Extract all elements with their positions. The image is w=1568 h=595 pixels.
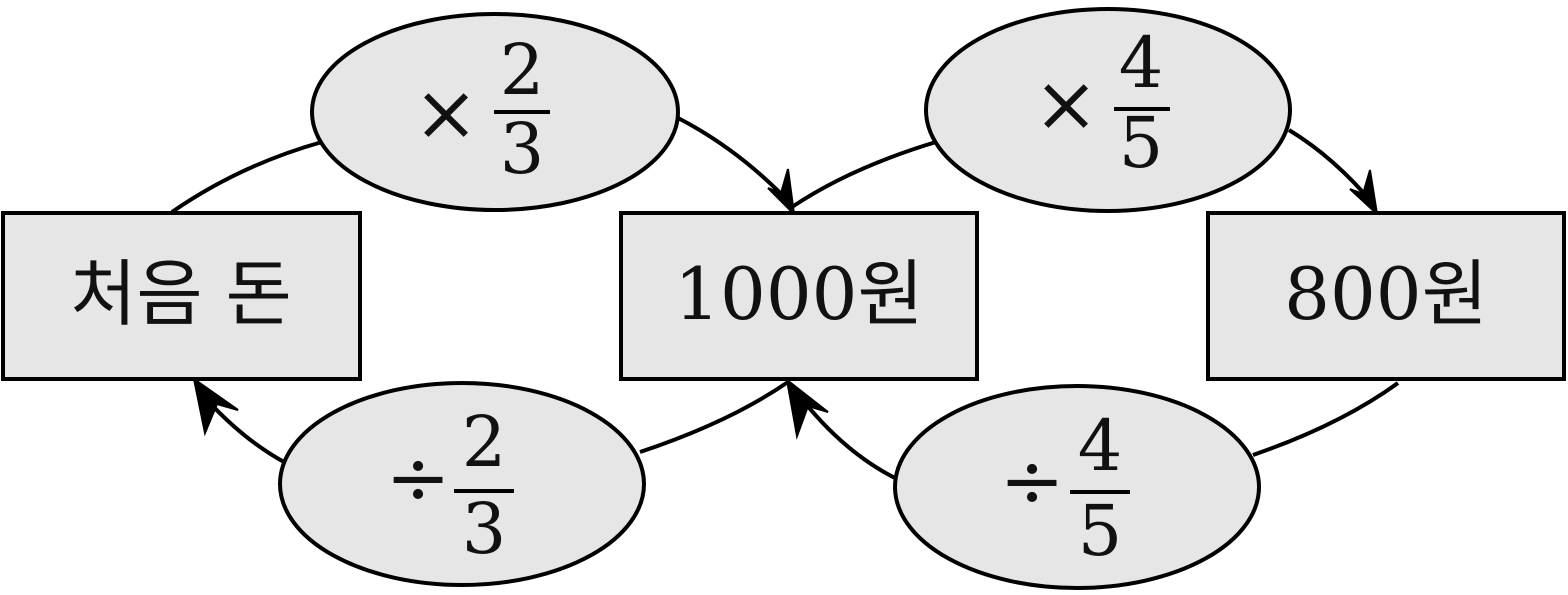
connector-end-to-bottom-right xyxy=(1252,381,1400,457)
fraction-numerator: 2 xyxy=(462,401,507,483)
node-start-label: 처음 돈 xyxy=(70,252,292,336)
node-end: 800원 xyxy=(1206,211,1566,381)
arrowhead-into-end-top xyxy=(1349,169,1379,217)
fraction-numerator: 4 xyxy=(1119,22,1164,104)
connector-start-to-top-left xyxy=(170,140,323,214)
operation-bottom-right: ÷ 4 5 xyxy=(893,384,1261,590)
connector-middle-to-bottom-left xyxy=(639,380,790,454)
fraction-denominator: 5 xyxy=(1119,102,1164,184)
operation-top-left: × 2 3 xyxy=(310,12,680,212)
fraction-numerator: 4 xyxy=(1078,405,1123,487)
arrowhead-into-middle-bottom xyxy=(785,377,829,440)
operator-symbol: ÷ xyxy=(999,437,1064,527)
node-end-label: 800원 xyxy=(1284,252,1488,336)
node-start: 처음 돈 xyxy=(1,211,362,381)
arrowhead-into-start-bottom xyxy=(192,376,239,437)
fraction-denominator: 3 xyxy=(500,108,545,190)
arrowhead-into-middle-top xyxy=(767,168,796,217)
fraction-denominator: 3 xyxy=(462,488,507,570)
fraction-numerator: 2 xyxy=(500,29,545,111)
node-middle: 1000원 xyxy=(619,211,979,381)
operator-symbol: × xyxy=(413,69,478,159)
operator-symbol: ÷ xyxy=(385,434,450,524)
operation-bottom-left: ÷ 2 3 xyxy=(278,381,646,587)
operator-symbol: × xyxy=(1033,60,1098,150)
node-middle-label: 1000원 xyxy=(674,252,923,336)
operation-top-right: × 4 5 xyxy=(924,7,1292,213)
fraction-denominator: 5 xyxy=(1078,490,1123,572)
connector-middle-to-top-right xyxy=(790,140,937,209)
